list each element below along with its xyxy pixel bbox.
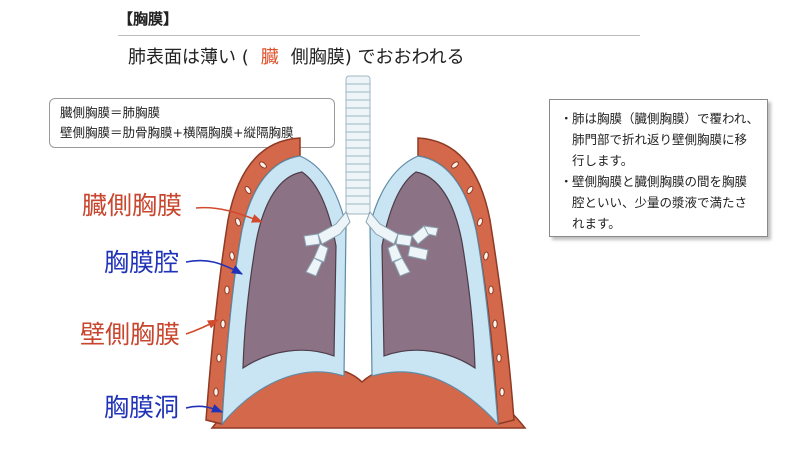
- page-title: 【胸膜】: [118, 10, 179, 28]
- label-parietal-pleura: 壁側胸膜: [80, 320, 181, 349]
- label-pleural-recess: 胸膜洞: [104, 393, 180, 422]
- definition-visceral: 臓側胸膜＝肺胸膜: [60, 105, 161, 120]
- note-item: ・ 肺は胸膜（臓側胸膜）で覆われ、肺門部で折れ返り壁側胸膜に移行します。: [560, 108, 759, 171]
- headline-after: 側胸膜) でおおわれる: [290, 47, 465, 68]
- note-bullet: ・: [560, 111, 573, 126]
- rib-sections: [213, 161, 505, 397]
- note-text: 肺は胸膜（臓側胸膜）で覆われ、肺門部で折れ返り壁側胸膜に移行します。: [572, 111, 760, 168]
- label-visceral-pleura: 臓側胸膜: [82, 191, 183, 220]
- note-bullet: ・: [560, 174, 573, 189]
- arrow-visceral-pleura: [195, 206, 264, 223]
- notes-box: ・ 肺は胸膜（臓側胸膜）で覆われ、肺門部で折れ返り壁側胸膜に移行します。 ・ 壁…: [549, 99, 768, 237]
- headline: 肺表面は薄い ( 臓側胸膜) でおおわれる: [128, 43, 465, 69]
- note-item: ・ 壁側胸膜と臓側胸膜の間を胸膜腔といい、少量の漿液で満たされます。: [560, 171, 759, 234]
- arrow-parietal-pleura: [185, 319, 220, 335]
- arrow-pleural-cavity: [185, 259, 243, 275]
- headline-blank-answer: 臓: [260, 47, 279, 68]
- left-lung: [242, 171, 337, 370]
- headline-before: 肺表面は薄い (: [128, 47, 249, 68]
- trachea: [345, 75, 371, 215]
- label-pleural-cavity: 胸膜腔: [104, 248, 180, 277]
- right-lung: [381, 171, 476, 370]
- bronchi: [303, 211, 439, 277]
- arrow-pleural-recess: [185, 404, 224, 413]
- trachea-rings: [346, 83, 370, 205]
- title-divider: [118, 35, 640, 36]
- definition-parietal: 壁側胸膜＝肋骨胸膜+横隔胸膜+縦隔胸膜: [60, 125, 294, 140]
- note-text: 壁側胸膜と臓側胸膜の間を胸膜腔といい、少量の漿液で満たされます。: [572, 174, 748, 231]
